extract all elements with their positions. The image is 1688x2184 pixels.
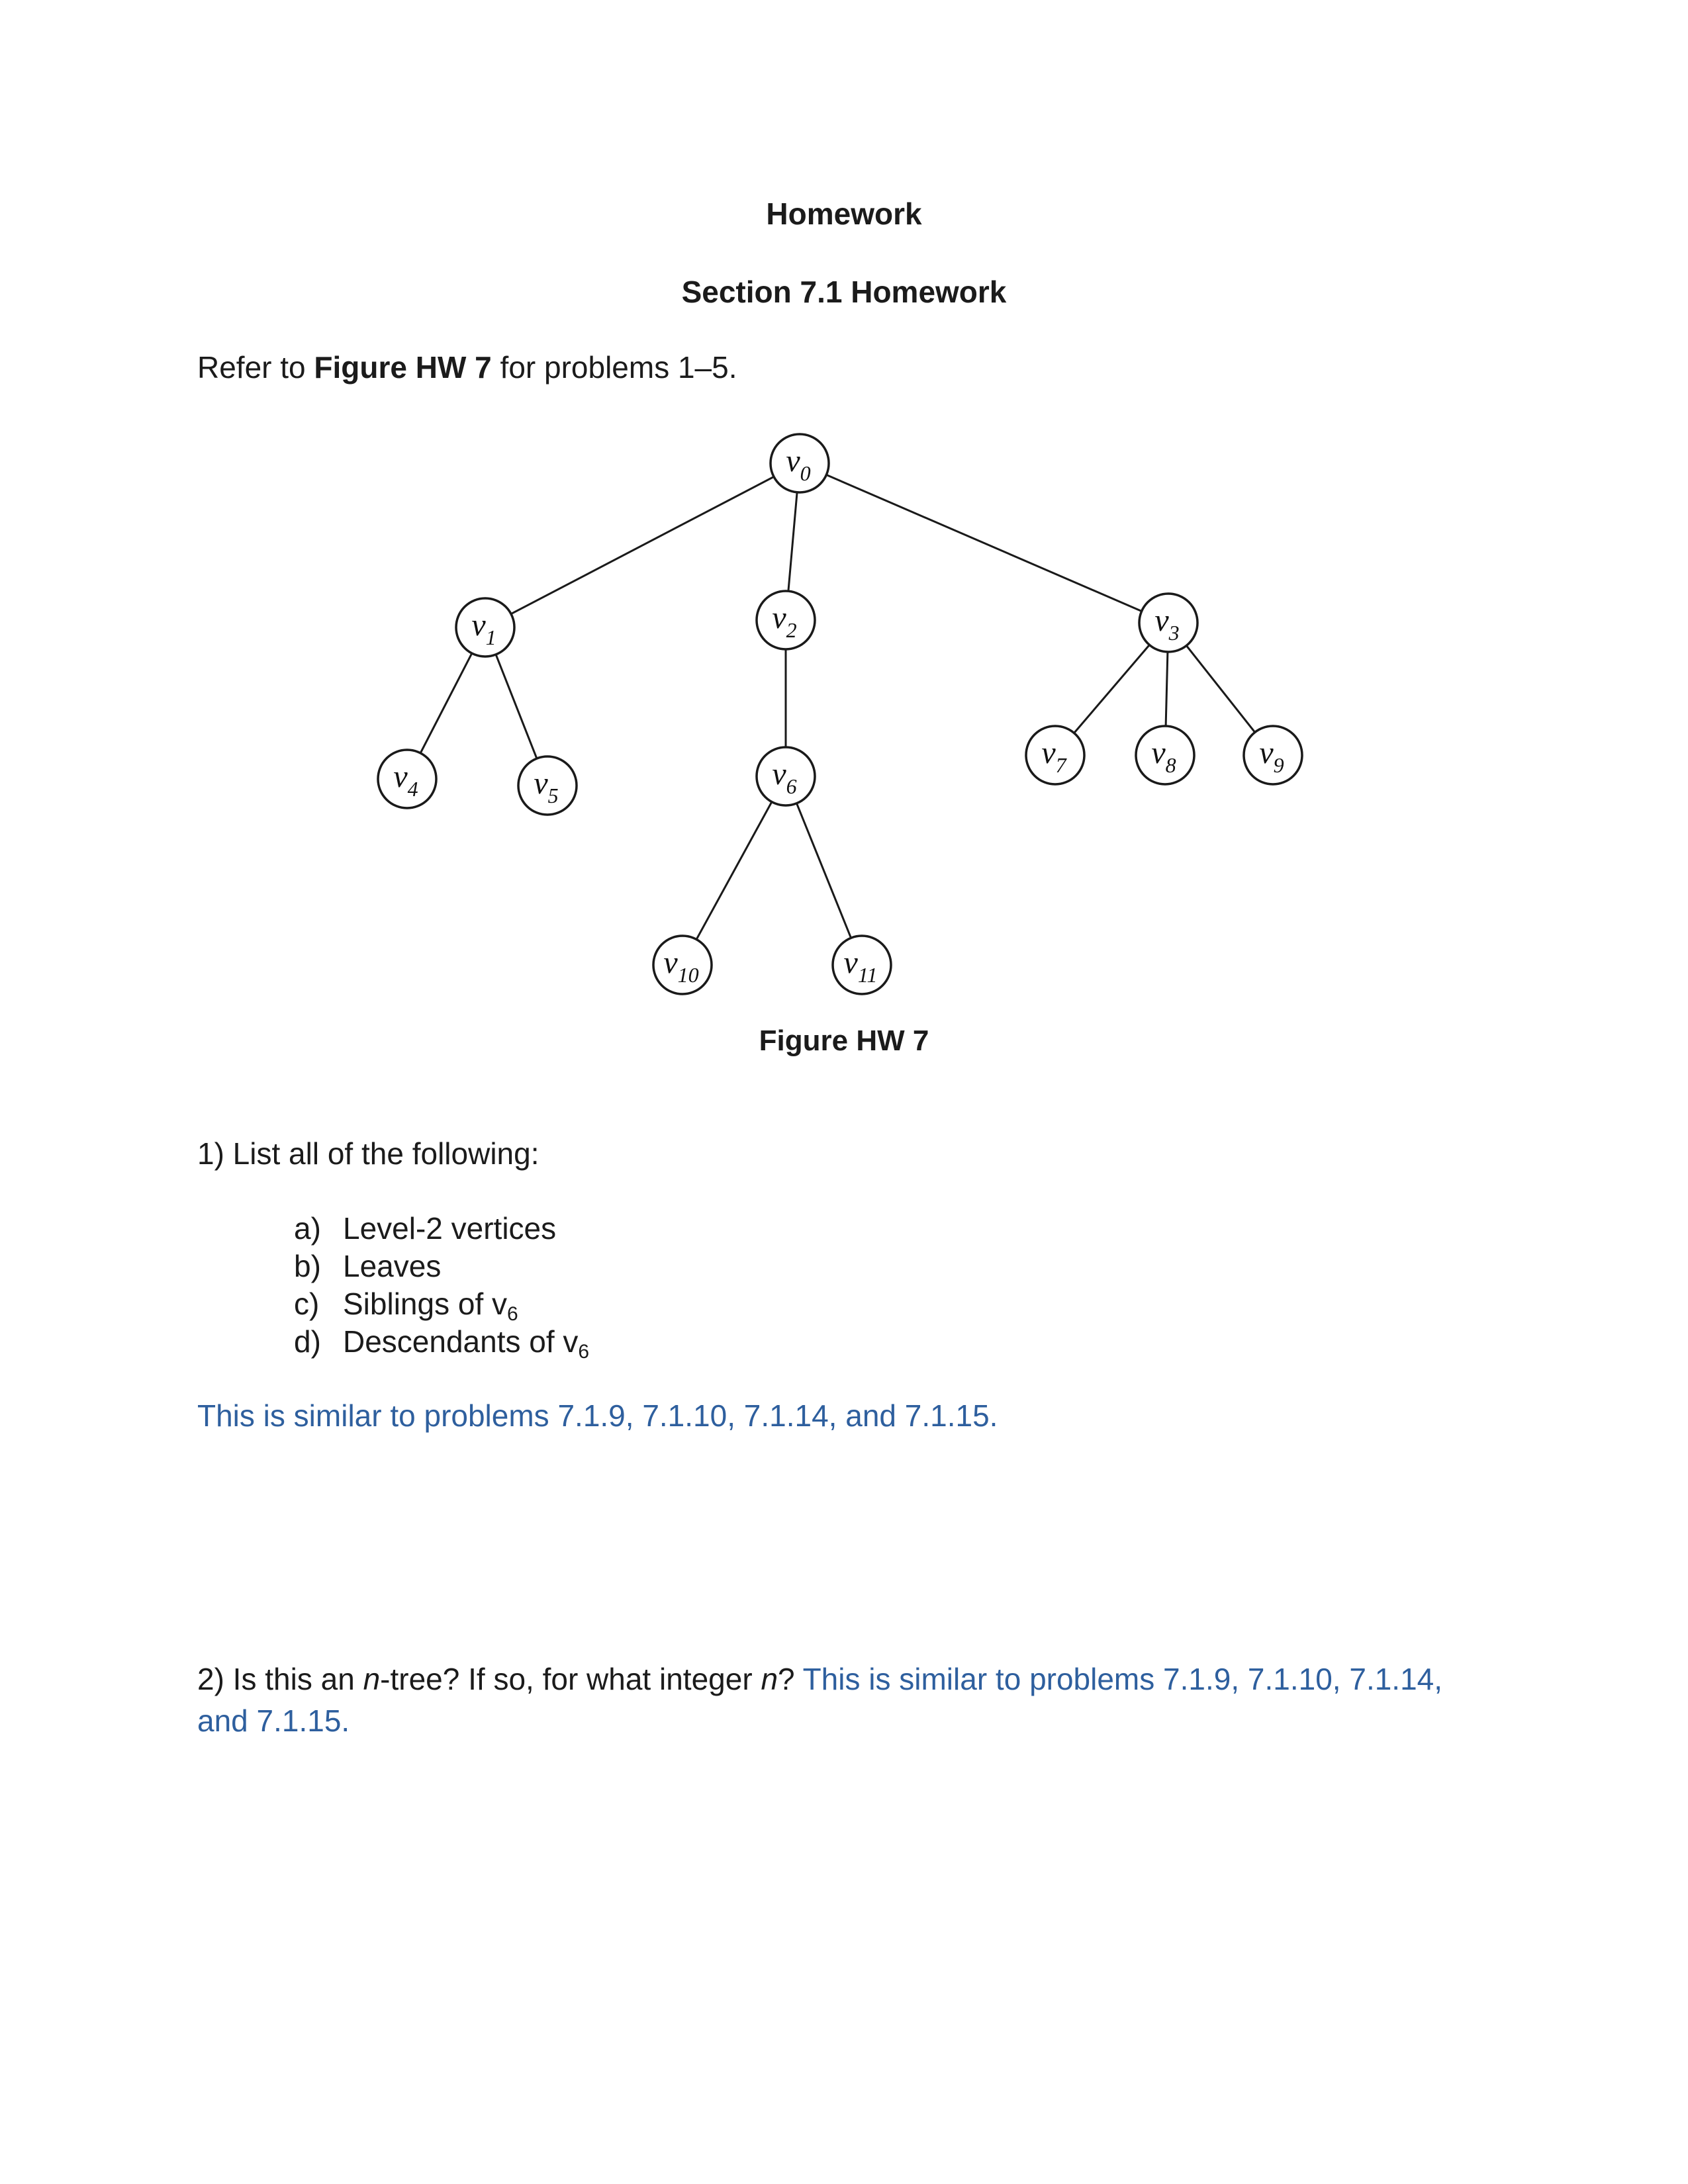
refer-paragraph: Refer to Figure HW 7 for problems 1–5. xyxy=(197,349,737,385)
problem1-intro: 1) List all of the following: xyxy=(197,1136,539,1171)
problem2-similar-note: This is similar to problems 7.1.9, 7.1.1… xyxy=(197,1662,1443,1738)
tree-node-circle xyxy=(455,597,516,658)
tree-node-v1: v1 xyxy=(455,597,516,658)
list-item-text: Level-2 vertices xyxy=(343,1211,557,1246)
tree-node-v4: v4 xyxy=(377,749,438,809)
tree-edge xyxy=(681,776,787,966)
tree-node-v9: v9 xyxy=(1243,725,1303,786)
tree-node-label: v3 xyxy=(1154,603,1179,645)
tree-node-label: v2 xyxy=(772,600,796,642)
tree-node-v6: v6 xyxy=(755,746,816,807)
list-item-text: Descendants of v xyxy=(343,1324,579,1359)
tree-node-circle xyxy=(755,590,816,651)
list-item-marker: b) xyxy=(294,1249,321,1283)
refer-pre: Refer to xyxy=(197,350,314,385)
list-item-marker: a) xyxy=(294,1211,321,1246)
tree-node-circle xyxy=(1243,725,1303,786)
tree-node-circle xyxy=(769,433,830,494)
refer-figure-name: Figure HW 7 xyxy=(314,350,492,385)
tree-node-circle xyxy=(377,749,438,809)
figure-caption: Figure HW 7 xyxy=(759,1024,929,1057)
tree-node-v7: v7 xyxy=(1025,725,1086,786)
tree-node-circle xyxy=(1138,592,1199,653)
tree-node-circle xyxy=(831,934,892,995)
tree-node-circle xyxy=(652,934,713,995)
tree-node-circle xyxy=(517,755,578,816)
tree-node-v0: v0 xyxy=(769,433,830,494)
list-item: d) Descendants of v6 xyxy=(294,1323,590,1363)
problem2-variable-n: n xyxy=(761,1662,778,1696)
tree-node-v10: v10 xyxy=(652,934,713,995)
tree-node-v2: v2 xyxy=(755,590,816,651)
tree-node-circle xyxy=(1135,725,1196,786)
problem2-text: -tree? If so, for what integer xyxy=(380,1662,761,1696)
tree-node-circle xyxy=(755,746,816,807)
tree-node-v3: v3 xyxy=(1138,592,1199,653)
problem2-paragraph: 2) Is this an n-tree? If so, for what in… xyxy=(197,1659,1489,1742)
tree-edge xyxy=(799,462,1169,624)
problem2-variable-n: n xyxy=(363,1662,381,1696)
list-item-marker: d) xyxy=(294,1324,321,1359)
list-item: b) Leaves xyxy=(294,1248,589,1285)
list-item-text: Siblings of v xyxy=(343,1287,508,1321)
problem1-similar-note: This is similar to problems 7.1.9, 7.1.1… xyxy=(197,1398,998,1433)
list-item-marker: c) xyxy=(294,1287,320,1321)
problem1-list: a) Level-2 vertices b) Leaves c) Siblings o… xyxy=(294,1210,590,1363)
section-heading: Section 7.1 Homework xyxy=(681,275,1007,309)
list-item-text: Leaves xyxy=(343,1249,442,1283)
tree-figure-svg: v0 v1 v2 v3 v4 v5 v6 v7 v8 v9 v10 v11 xyxy=(377,433,1303,995)
page-title: Homework xyxy=(766,197,922,231)
tree-edge xyxy=(485,462,800,629)
tree-node-circle xyxy=(1025,725,1086,786)
tree-edge xyxy=(784,776,863,966)
tree-node-label: v4 xyxy=(393,759,418,801)
list-item: c) Siblings of v6 xyxy=(294,1285,589,1325)
tree-node-v8: v8 xyxy=(1135,725,1196,786)
tree-node-v11: v11 xyxy=(831,934,892,995)
tree-node-label: v8 xyxy=(1151,735,1176,777)
list-item-subscript: 6 xyxy=(578,1341,590,1363)
list-item: a) Level-2 vertices xyxy=(294,1210,589,1248)
tree-node-v5: v5 xyxy=(517,755,578,816)
problem2-text: ? xyxy=(778,1662,803,1696)
list-item-subscript: 6 xyxy=(507,1303,518,1325)
refer-post: for problems 1–5. xyxy=(491,350,737,385)
problem2-text: 2) Is this an xyxy=(197,1662,363,1696)
